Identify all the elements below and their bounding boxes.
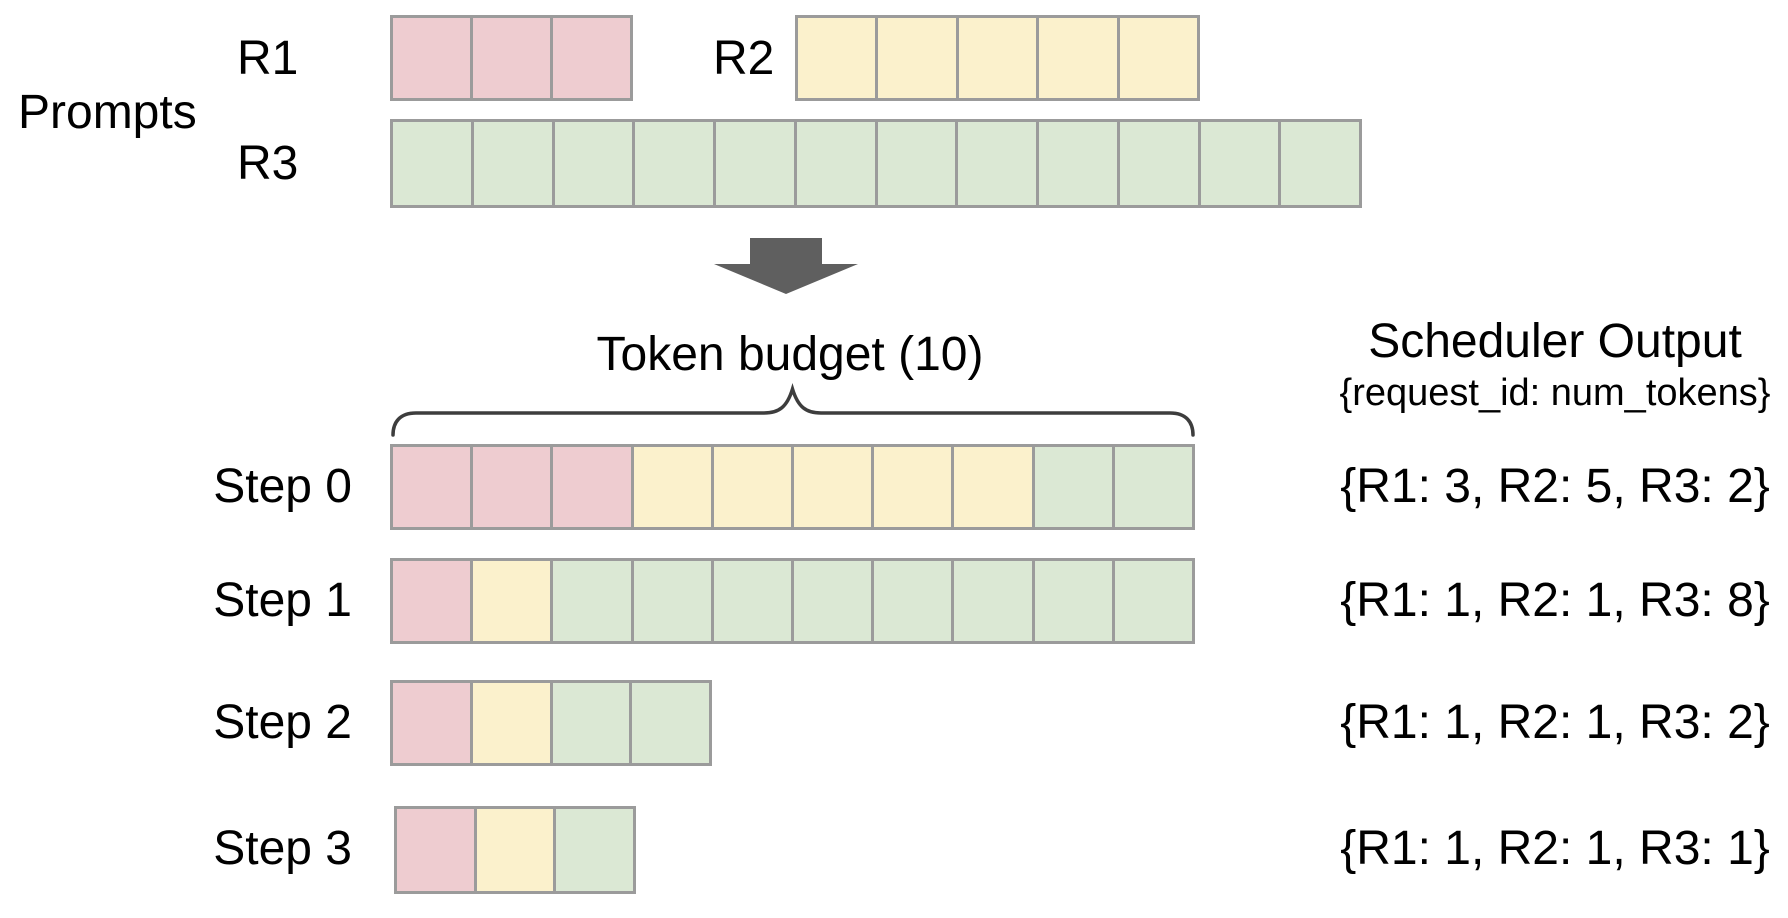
request-label-r2: R2	[713, 32, 775, 85]
step-output-0: {R1: 3, R2: 5, R3: 2}	[1340, 460, 1770, 513]
step-output-2: {R1: 1, R2: 1, R3: 2}	[1340, 696, 1770, 749]
step-label-1: Step 1	[213, 574, 352, 627]
token-cell	[951, 561, 1032, 641]
step-label-0: Step 0	[213, 460, 352, 513]
token-cell	[393, 122, 471, 205]
request-label-r3: R3	[237, 137, 299, 190]
token-cell	[393, 447, 471, 527]
step-bar-1	[390, 558, 1195, 644]
token-cell	[553, 809, 634, 891]
token-cell	[955, 122, 1036, 205]
token-budget-label: Token budget (10)	[596, 328, 984, 381]
token-cell	[551, 122, 633, 205]
token-cell	[1031, 447, 1112, 527]
scheduler-output-subtitle: {request_id: num_tokens}	[1339, 372, 1771, 414]
token-cell	[871, 561, 952, 641]
token-cell	[871, 447, 952, 527]
token-cell	[791, 561, 872, 641]
token-cell	[1116, 18, 1198, 98]
step-output-1: {R1: 1, R2: 1, R3: 8}	[1340, 574, 1770, 627]
step-label-3: Step 3	[213, 822, 352, 875]
token-cell	[1116, 122, 1198, 205]
token-cell	[632, 122, 713, 205]
token-cell	[629, 683, 709, 763]
token-cell	[473, 809, 554, 891]
token-cell	[630, 561, 711, 641]
token-cell	[1036, 122, 1117, 205]
token-cell	[1278, 122, 1359, 205]
token-cell	[470, 18, 550, 98]
token-cell	[630, 447, 711, 527]
scheduler-output-title: Scheduler Output	[1368, 315, 1742, 368]
step-bar-2	[390, 680, 712, 766]
token-cell	[550, 447, 631, 527]
token-cell	[397, 809, 474, 891]
token-cell	[1111, 447, 1193, 527]
token-cell	[798, 18, 876, 98]
token-cell	[393, 683, 470, 763]
prompts-section-label: Prompts	[18, 86, 197, 139]
request-label-r1: R1	[237, 32, 299, 85]
token-cell	[1111, 561, 1193, 641]
token-cell	[1197, 122, 1279, 205]
token-cell	[875, 18, 956, 98]
token-cell	[550, 561, 631, 641]
token-cell	[550, 18, 630, 98]
curly-brace-top-icon	[391, 383, 1195, 437]
token-cell	[549, 683, 630, 763]
prompt-bar-r3	[390, 119, 1362, 208]
token-cell	[713, 122, 794, 205]
token-cell	[393, 18, 470, 98]
step-label-2: Step 2	[213, 696, 352, 749]
token-cell	[793, 122, 875, 205]
step-bar-3	[394, 806, 636, 894]
token-cell	[791, 447, 872, 527]
token-cell	[710, 447, 792, 527]
prompt-bar-r2	[795, 15, 1200, 101]
token-cell	[710, 561, 792, 641]
step-bar-0	[390, 444, 1195, 530]
token-cell	[955, 18, 1037, 98]
token-cell	[469, 683, 550, 763]
token-cell	[470, 447, 551, 527]
token-cell	[393, 561, 471, 641]
token-cell	[1036, 18, 1117, 98]
step-output-3: {R1: 1, R2: 1, R3: 1}	[1340, 822, 1770, 875]
token-cell	[874, 122, 956, 205]
prompt-bar-r1	[390, 15, 633, 101]
token-cell	[1031, 561, 1112, 641]
token-cell	[951, 447, 1032, 527]
token-cell	[470, 122, 552, 205]
down-block-arrow-icon	[714, 238, 858, 294]
token-cell	[470, 561, 551, 641]
